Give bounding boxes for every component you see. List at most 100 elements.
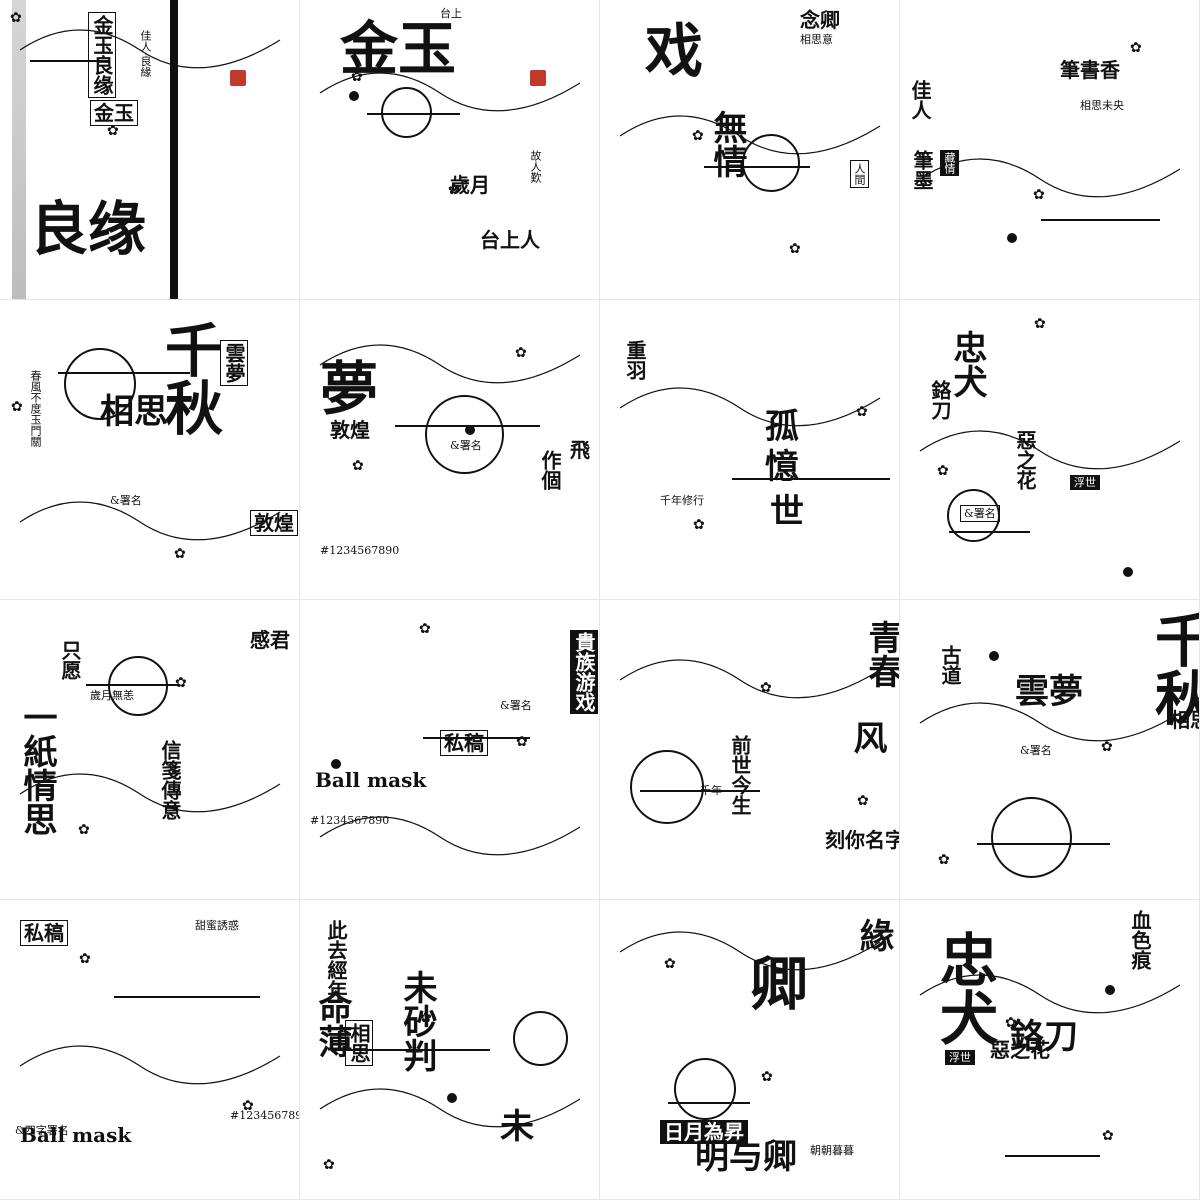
calligraphy-text: 浮世 [945, 1050, 975, 1065]
collage-tile: ✿✿金玉良缘良缘金玉佳人·良緣 [0, 0, 300, 300]
flower-icon: ✿ [175, 675, 187, 691]
brush-stroke-path [19, 773, 281, 813]
calligraphy-text: 雲夢 [1015, 672, 1083, 712]
collage-tile: ✿✿日月為昇卿朝朝暮暮緣明与卿 [600, 900, 900, 1200]
calligraphy-text: 相思未央 [1080, 99, 1124, 112]
flower-icon: ✿ [761, 1069, 773, 1085]
brush-stroke-path [619, 931, 881, 971]
flower-icon: ✿ [1034, 316, 1046, 332]
collage-tile: ✿✿忠犬鉻刀惡之花血色痕浮世 [900, 900, 1200, 1200]
collage-tile: ✿✿忠犬鉻刀惡之花浮世&署名 [900, 300, 1200, 600]
calligraphy-text: #1234567890 [310, 814, 390, 827]
calligraphy-text: 良缘 [30, 195, 147, 263]
calligraphy-text: 金玉 [340, 15, 457, 83]
calligraphy-text: 世 [770, 492, 804, 532]
calligraphy-text: 信箋傳意 [158, 740, 182, 820]
ornament-ring [108, 656, 168, 716]
collage-tile: ✿✿命薄相思未砂判此去經年未 [300, 900, 600, 1200]
calligraphy-text: 念卿 [800, 8, 840, 32]
ink-dot [1007, 233, 1017, 243]
calligraphy-text: 感君 [250, 628, 290, 652]
flower-icon: ✿ [1033, 187, 1045, 203]
calligraphy-text: 藏情 [940, 150, 959, 176]
calligraphy-text: 歲月 [450, 173, 490, 197]
flower-icon: ✿ [107, 123, 119, 139]
calligraphy-text: 血色痕 [1128, 910, 1152, 970]
calligraphy-text: 緣 [860, 917, 894, 957]
calligraphy-text: 千秋 [1145, 610, 1200, 726]
brush-stroke-icon [19, 29, 281, 69]
ornament-ring [381, 87, 432, 138]
calligraphy-text: 作個 [538, 450, 562, 490]
calligraphy-text: &署名 [450, 439, 482, 452]
calligraphy-text: 只愿 [58, 640, 82, 680]
calligraphy-text: 私稿 [440, 730, 488, 756]
calligraphy-text: 前世今生 [728, 735, 752, 815]
calligraphy-text: 古道 [938, 645, 962, 685]
calligraphy-text: 貴族游戏 [570, 630, 598, 714]
horizontal-rule [30, 60, 110, 62]
brush-stroke-path [919, 430, 1181, 470]
horizontal-rule [331, 1049, 490, 1051]
flower-icon: ✿ [856, 404, 868, 420]
calligraphy-text: 鉻刀 [1010, 1017, 1078, 1057]
ornament-ring [513, 1011, 568, 1066]
ornament-ring [674, 1058, 736, 1120]
calligraphy-text: 金玉良缘 [88, 12, 116, 98]
brush-stroke-path [19, 1045, 281, 1085]
ornament-ring [742, 134, 800, 192]
calligraphy-text: 相思 [1170, 708, 1199, 732]
calligraphy-text: 千年修行 [660, 494, 704, 507]
collage-tile: ✿✿戏無情念卿相思意人間 [600, 0, 900, 300]
brush-stroke-icon [19, 501, 281, 541]
calligraphy-text: 飛 [570, 438, 590, 462]
calligraphy-text: 故人歎 [529, 150, 542, 183]
calligraphy-text: 雲夢 [220, 340, 248, 386]
calligraphy-text: 憶 [765, 447, 799, 487]
calligraphy-text: 春風不度玉門關 [29, 370, 42, 447]
brush-stroke-path [919, 158, 1181, 198]
flower-icon: ✿ [420, 1010, 432, 1026]
brush-stroke-path [319, 72, 581, 112]
collage-tile: ✿✿夢敦煌&署名作個飛#1234567890 [300, 300, 600, 600]
flower-icon: ✿ [11, 399, 23, 415]
brush-stroke-path [319, 344, 581, 384]
red-seal-stamp [530, 70, 546, 86]
ornament-ring [991, 797, 1072, 878]
brush-stroke-path [619, 659, 881, 699]
brush-stroke-path [319, 1088, 581, 1128]
collage-tile: ✿✿金玉台上故人歎歲月台上人 [300, 0, 600, 300]
collage-tile: ✿✿千秋雲夢相思敦煌春風不度玉門關&署名 [0, 300, 300, 600]
calligraphy-text: 忠犬 [947, 330, 987, 398]
horizontal-rule [1005, 1155, 1100, 1157]
calligraphy-text: 敦煌 [250, 510, 298, 536]
flower-icon: ✿ [938, 852, 950, 868]
flower-icon: ✿ [448, 182, 460, 198]
calligraphy-text: Ball mask [315, 768, 427, 792]
flower-icon: ✿ [664, 956, 676, 972]
collage-tile: ✿✿筆書香相思未央佳人筆墨藏情 [900, 0, 1200, 300]
calligraphy-text: 佳人·良緣 [139, 30, 152, 78]
calligraphy-text: 筆書香 [1060, 58, 1120, 82]
collage-tile: ✿✿重羽孤憶世千年修行 [600, 300, 900, 600]
flower-icon: ✿ [516, 734, 528, 750]
calligraphy-text: 私稿 [20, 920, 68, 946]
calligraphy-text: &署名 [110, 494, 142, 507]
calligraphy-text: 金玉 [90, 100, 138, 126]
brush-stroke-path [919, 974, 1181, 1014]
calligraphy-text: 台上人 [480, 228, 540, 252]
calligraphy-text: 朝朝暮暮 [810, 1144, 854, 1157]
brush-stroke-path [619, 115, 881, 155]
calligraphy-text: 刻你名字 [825, 828, 900, 852]
flower-icon: ✿ [1101, 739, 1113, 755]
calligraphy-text: 甜蜜誘惑 [195, 919, 239, 932]
calligraphy-text: 筆墨 [910, 150, 934, 190]
flower-icon: ✿ [78, 822, 90, 838]
calligraphy-text: 未 [500, 1107, 534, 1147]
calligraphy-text: 無情 [707, 110, 747, 178]
red-seal-stamp [230, 70, 246, 86]
brush-stroke-icon [319, 72, 581, 112]
brush-stroke-icon [619, 931, 881, 971]
calligraphy-text: &四字署名 [15, 1124, 69, 1137]
